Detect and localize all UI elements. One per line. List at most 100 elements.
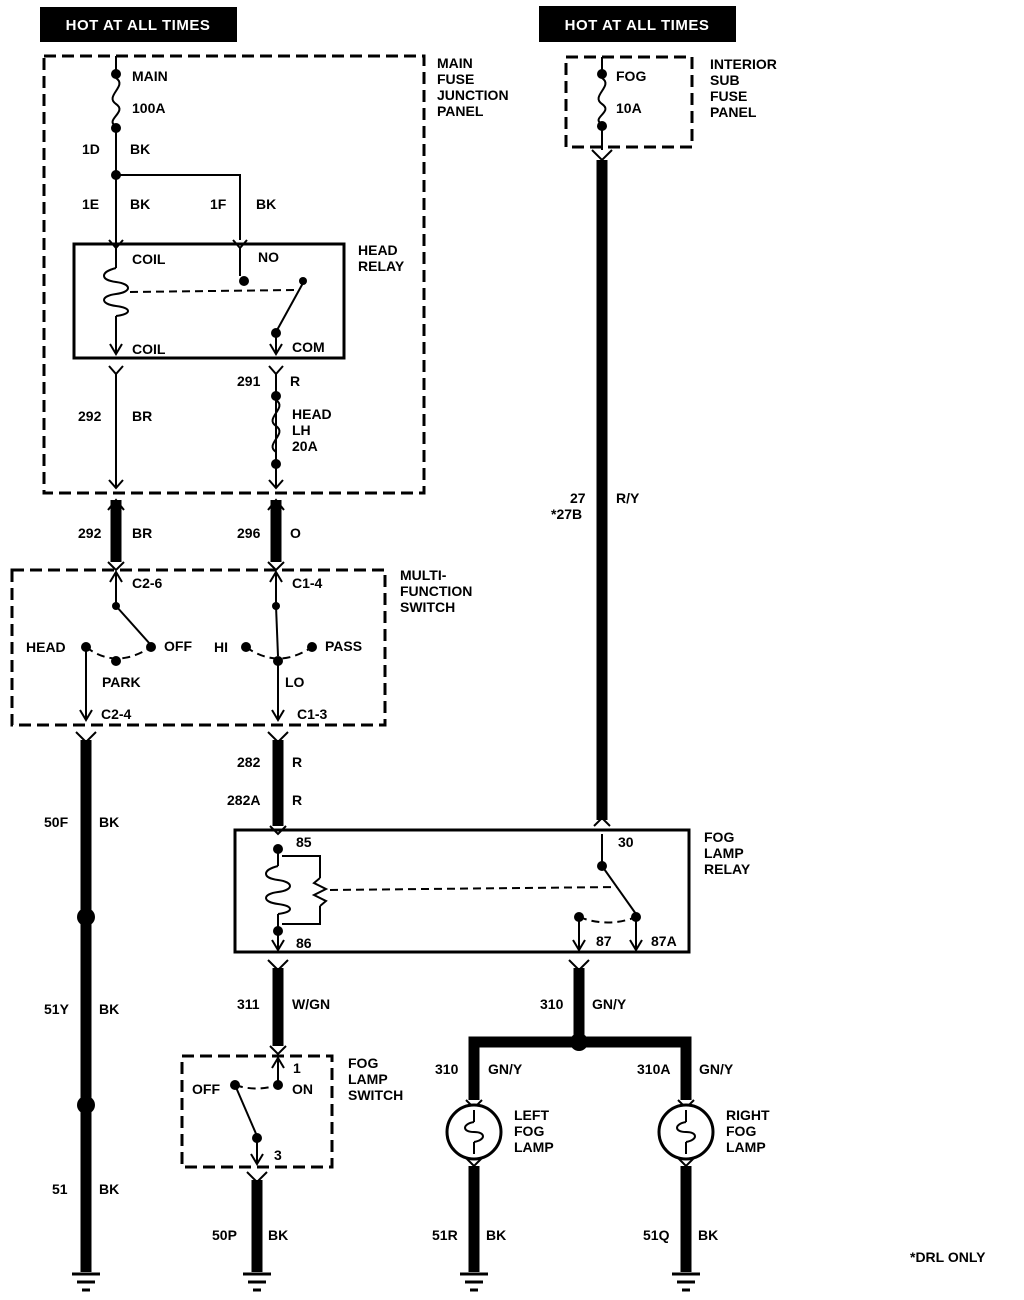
fog-switch-terminal-1-label: 1 <box>293 1060 301 1076</box>
fog-relay-87-label: 87 <box>596 933 612 949</box>
main-fuse-rating: 100A <box>132 100 165 116</box>
hot-at-all-times-banner-right: HOT AT ALL TIMES <box>539 6 736 42</box>
main-fuse-title-line-2: FUSE <box>437 71 474 87</box>
left-fog-lamp-title-line-1: LEFT <box>514 1107 549 1123</box>
wire-50f-color: BK <box>99 814 119 830</box>
wire-292-id: 292 <box>78 525 102 541</box>
wire-310a-color: GN/Y <box>699 1061 734 1077</box>
wire-282a-id: 282A <box>227 792 260 808</box>
wire-310-id: 310 <box>540 996 564 1012</box>
head-relay-com-label: COM <box>292 339 325 355</box>
head-relay-no-contact <box>239 276 249 286</box>
fog-relay-87a-label: 87A <box>651 933 677 949</box>
fog-relay-switch-arm <box>601 865 637 915</box>
wire-1e-color: BK <box>130 196 150 212</box>
right-fog-lamp-title-line-2: FOG <box>726 1123 756 1139</box>
wire-310a-id: 310A <box>637 1061 670 1077</box>
mfs-off-label: OFF <box>164 638 192 654</box>
right-fog-lamp-bulb-icon <box>657 1103 715 1161</box>
wire-311-id: 311 <box>237 996 260 1012</box>
left-fog-lamp-bulb-icon <box>445 1103 503 1161</box>
main-fuse-terminal-top <box>111 69 121 79</box>
banner-left-text: HOT AT ALL TIMES <box>66 17 211 34</box>
fog-fuse-name: FOG <box>616 68 646 84</box>
head-relay-coil-icon <box>103 267 129 317</box>
main-fuse-name: MAIN <box>132 68 168 84</box>
mfs-hi-label: HI <box>214 639 228 655</box>
main-fuse-icon <box>111 77 121 127</box>
wire-311-color: W/GN <box>292 996 330 1012</box>
fog-relay-resistor-icon <box>282 855 329 925</box>
main-fuse-panel-title: MAIN FUSE JUNCTION PANEL <box>437 55 509 119</box>
wire-310-left-color: GN/Y <box>488 1061 523 1077</box>
head-relay-coil-top-label: COIL <box>132 251 166 267</box>
wire-291-color: R <box>290 373 300 389</box>
wire-1f-color: BK <box>256 196 276 212</box>
wire-51y-color: BK <box>99 1001 119 1017</box>
wire-292-color: BR <box>132 525 152 541</box>
wire-50f-id: 50F <box>44 814 69 830</box>
fog-fuse-terminal-top <box>597 69 607 79</box>
main-fuse-junction-panel <box>42 54 426 495</box>
wire-27-alt-id: *27B <box>551 506 582 522</box>
fog-switch-positions <box>234 1084 279 1090</box>
ground-icon-50p <box>243 1272 271 1292</box>
mfs-c1-4-label: C1-4 <box>292 575 323 591</box>
main-fuse-title-line-3: JUNCTION <box>437 87 509 103</box>
mfs-headlamp-switch-arm <box>115 605 151 645</box>
head-relay-mechanical-link <box>129 289 297 293</box>
head-lh-fuse-label-2: LH <box>292 422 311 438</box>
fog-lamp-switch-box <box>180 1054 334 1169</box>
ground-icon-51 <box>72 1272 100 1292</box>
head-relay-no-label: NO <box>258 249 279 265</box>
isfp-title-line-3: FUSE <box>710 88 747 104</box>
head-relay-com-arrow <box>269 343 283 356</box>
head-lh-fuse-label-1: HEAD <box>292 406 332 422</box>
wire-51-color: BK <box>99 1181 119 1197</box>
mfs-c1-3-label: C1-3 <box>297 706 328 722</box>
drl-footnote: *DRL ONLY <box>910 1249 986 1265</box>
splice-51y-51 <box>77 1096 95 1114</box>
wire-27-id: 27 <box>570 490 586 506</box>
fog-switch-arm <box>234 1084 258 1137</box>
hot-at-all-times-banner-left: HOT AT ALL TIMES <box>40 7 237 42</box>
splice-310 <box>570 1033 588 1051</box>
mfs-c2-4-label: C2-4 <box>101 706 132 722</box>
wire-1d-id: 1D <box>82 141 100 157</box>
wire-51y-id: 51Y <box>44 1001 70 1017</box>
fog-fuse-rating: 10A <box>616 100 642 116</box>
fog-switch-terminal-3-label: 3 <box>274 1147 282 1163</box>
mfs-title-line-3: SWITCH <box>400 599 455 615</box>
wire-27-color: R/Y <box>616 490 640 506</box>
wire-1e-id: 1E <box>82 196 99 212</box>
mfs-dimmer-positions <box>245 646 313 660</box>
connector-291-top <box>268 365 284 376</box>
mfs-dimmer-switch-arm <box>275 605 279 657</box>
wire-50p-color: BK <box>268 1227 288 1243</box>
fog-relay-86-label: 86 <box>296 935 312 951</box>
interior-sub-fuse-panel <box>564 55 694 149</box>
isfp-title-line-4: PANEL <box>710 104 757 120</box>
wire-282-id: 282 <box>237 754 261 770</box>
head-lh-fuse-label-3: 20A <box>292 438 318 454</box>
wire-1d-color: BK <box>130 141 150 157</box>
fog-relay-30-label: 30 <box>618 834 634 850</box>
wire-51q-color: BK <box>698 1227 718 1243</box>
head-lh-fuse-icon <box>271 399 281 453</box>
head-relay-switch-pivot <box>299 277 307 285</box>
head-relay-box <box>72 242 346 360</box>
isfp-title-line-2: SUB <box>710 72 740 88</box>
head-relay-coil-bottom-label: COIL <box>132 341 166 357</box>
head-relay-title-line-2: RELAY <box>358 258 405 274</box>
wire-292-inner-id: 292 <box>78 408 102 424</box>
wire-51q-id: 51Q <box>643 1227 670 1243</box>
ground-icon-51r <box>460 1272 488 1292</box>
fog-relay-mechanical-link <box>329 886 618 891</box>
mfs-lo-label: LO <box>285 674 305 690</box>
head-lh-fuse-terminal-top <box>271 391 281 401</box>
mfs-park-label: PARK <box>102 674 141 690</box>
multi-function-switch-box <box>10 568 387 727</box>
wire-310-color: GN/Y <box>592 996 627 1012</box>
wire-296-id: 296 <box>237 525 261 541</box>
